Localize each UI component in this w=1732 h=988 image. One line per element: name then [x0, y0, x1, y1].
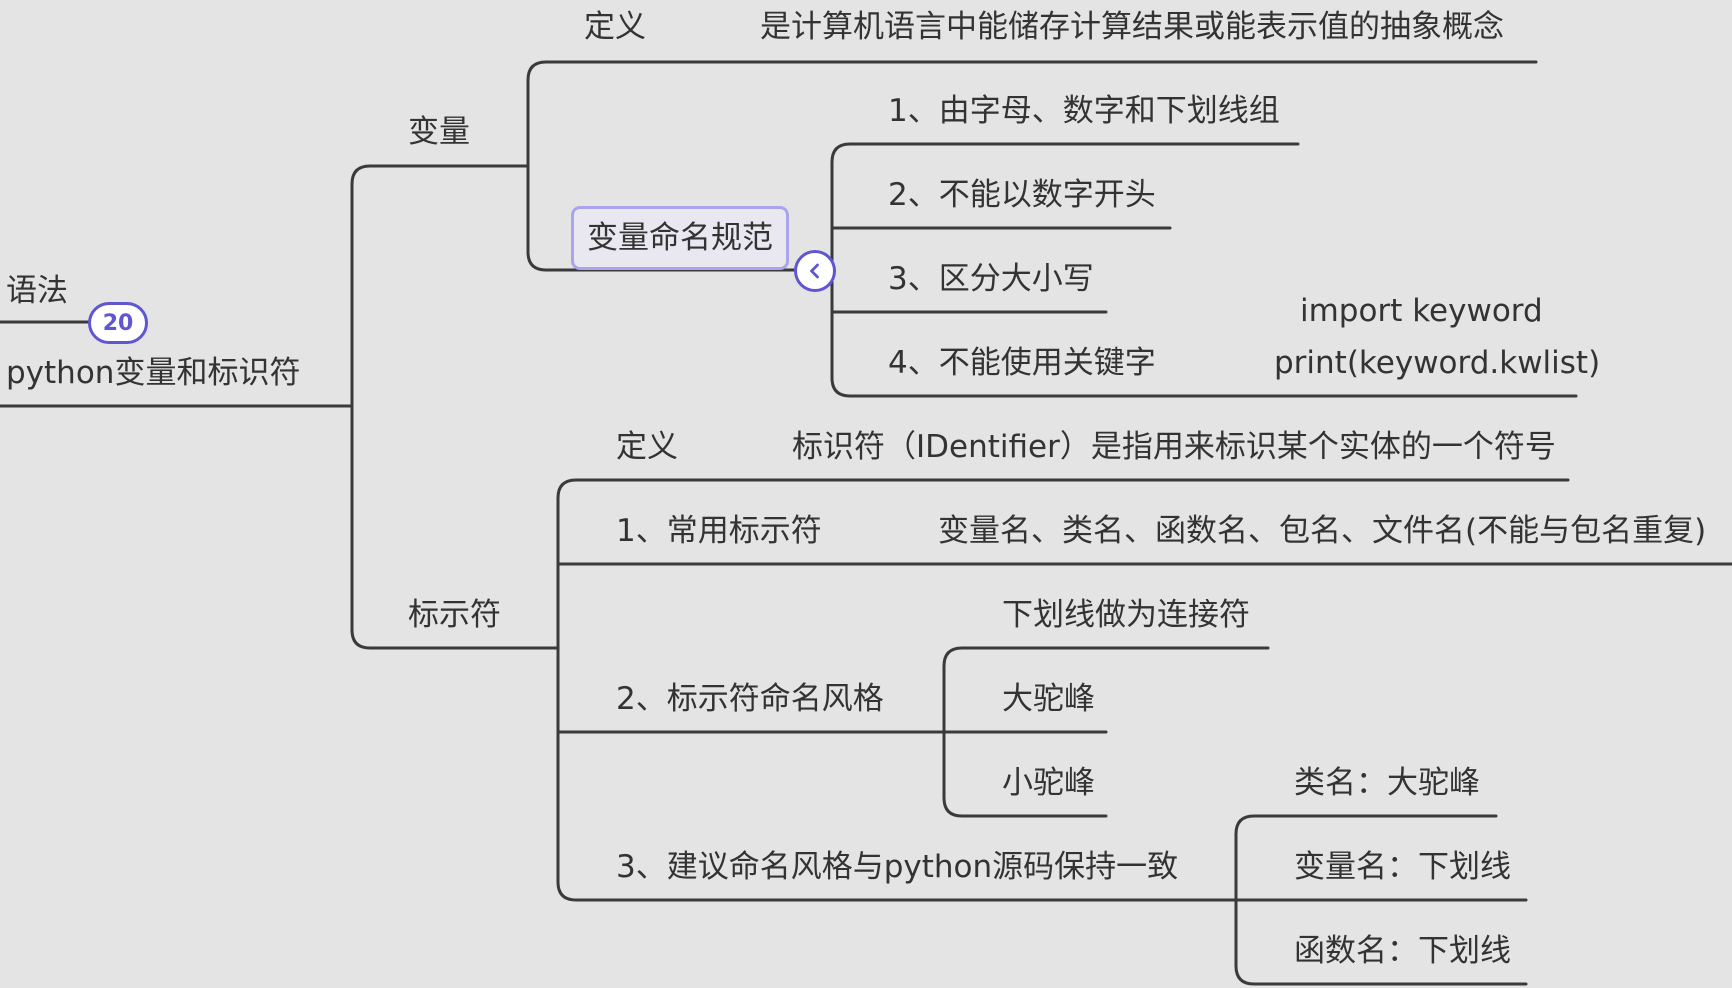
node-identifier[interactable]: 标示符: [408, 597, 501, 633]
rule-item-4[interactable]: 4、不能使用关键字: [888, 345, 1156, 381]
node-naming-style[interactable]: 2、标示符命名风格: [616, 681, 884, 717]
root-node[interactable]: python变量和标识符: [6, 355, 301, 391]
suggest-item-variable[interactable]: 变量名：下划线: [1294, 849, 1511, 885]
node-suggest-style[interactable]: 3、建议命名风格与python源码保持一致: [616, 849, 1179, 885]
style-bracket-top: [942, 646, 1270, 734]
suggest-item-class[interactable]: 类名：大驼峰: [1294, 765, 1480, 801]
keyword-code-line-2[interactable]: print(keyword.kwlist): [1274, 345, 1601, 381]
node-variable-naming-rules[interactable]: 变量命名规范: [571, 206, 789, 270]
chevron-left-icon: [810, 263, 819, 279]
node-variable[interactable]: 变量: [408, 114, 470, 150]
node-identifier-definition[interactable]: 定义: [616, 429, 678, 465]
root-bracket-top: [350, 164, 530, 408]
parent-node-grammar[interactable]: 语法: [6, 273, 68, 309]
rule-item-1[interactable]: 1、由字母、数字和下划线组: [888, 93, 1280, 129]
style-item-underscore[interactable]: 下划线做为连接符: [1002, 597, 1250, 633]
rule-item-3[interactable]: 3、区分大小写: [888, 261, 1094, 297]
node-common-identifiers-text[interactable]: 变量名、类名、函数名、包名、文件名(不能与包名重复): [938, 513, 1707, 549]
suggest-item-function[interactable]: 函数名：下划线: [1294, 933, 1511, 969]
node-common-identifiers[interactable]: 1、常用标示符: [616, 513, 822, 549]
node-identifier-definition-text[interactable]: 标识符（IDentifier）是指用来标识某个实体的一个符号: [792, 429, 1556, 465]
collapsed-count-badge[interactable]: 20: [88, 302, 148, 344]
node-variable-definition[interactable]: 定义: [584, 9, 646, 45]
node-variable-definition-text[interactable]: 是计算机语言中能储存计算结果或能表示值的抽象概念: [760, 9, 1504, 45]
style-item-lower-camel[interactable]: 小驼峰: [1002, 765, 1095, 801]
collapse-toggle-button[interactable]: [794, 250, 836, 292]
keyword-code-line-1[interactable]: import keyword: [1300, 293, 1543, 329]
rule-item-2[interactable]: 2、不能以数字开头: [888, 177, 1156, 213]
style-item-upper-camel[interactable]: 大驼峰: [1002, 681, 1095, 717]
